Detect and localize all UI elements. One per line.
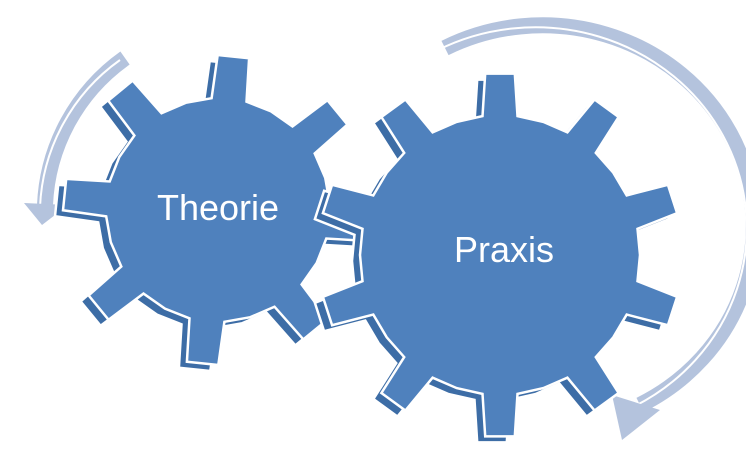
- cycle-arrow-right: [437, 17, 746, 440]
- gear-label-theorie: Theorie: [156, 187, 280, 228]
- gear-praxis-face: [321, 72, 679, 438]
- gear-theorie: [53, 53, 375, 373]
- gear-label-praxis: Praxis: [453, 229, 555, 270]
- gear-theorie-face: [61, 53, 375, 367]
- gear-praxis: [313, 72, 679, 444]
